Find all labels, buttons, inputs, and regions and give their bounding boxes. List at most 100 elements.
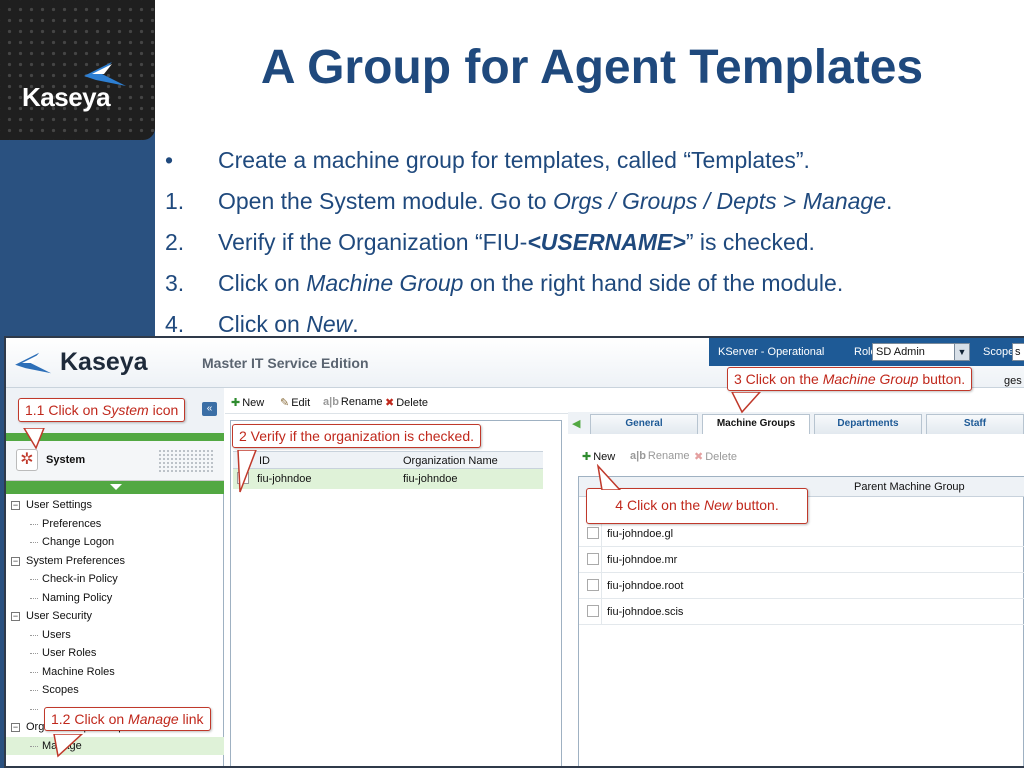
nav-label: User Security <box>26 610 93 622</box>
nav-label: User Roles <box>42 647 97 659</box>
group-name: fiu-johndoe.root <box>607 580 684 592</box>
tab-machine-groups[interactable]: Machine Groups <box>702 414 810 434</box>
group-name: fiu-johndoe.scis <box>607 606 684 618</box>
nav-item[interactable]: Naming Policy <box>6 589 224 608</box>
collapse-box-icon[interactable]: − <box>11 500 20 510</box>
bullet-item: •Create a machine group for templates, c… <box>165 140 1020 181</box>
callout-new-button: 4 Click on the New button. <box>586 488 808 524</box>
bullet-text-part: Create a machine group for templates, ca… <box>218 147 810 173</box>
row-checkbox[interactable] <box>587 553 599 565</box>
nav-item[interactable]: Users <box>6 626 224 645</box>
tab-bar: ◀ General Machine Groups Departments Sta… <box>568 412 1024 434</box>
system-icon[interactable]: ✲ <box>16 449 38 471</box>
nav-folder[interactable]: −System Preferences <box>6 552 224 571</box>
col-org-name: Organization Name <box>403 455 498 467</box>
col-parent-group: Parent Machine Group <box>854 481 965 493</box>
bullet-text-part: on the right hand side of the module. <box>463 270 844 296</box>
app-logo-text: Kaseya <box>60 348 148 376</box>
chevron-down-icon[interactable]: ▼ <box>954 344 969 360</box>
group-table: Parent Machine Group fiu-johndoe.gl fiu-j… <box>578 476 1024 766</box>
nav-label: Check-in Policy <box>42 573 118 585</box>
role-select[interactable]: SD Admin ▼ <box>872 343 970 361</box>
nav-folder[interactable]: −User Security <box>6 607 224 626</box>
bullet-text-part: <USERNAME> <box>527 229 686 255</box>
bullet-text-part: > <box>776 188 803 214</box>
slide-title: A Group for Agent Templates <box>260 41 924 94</box>
org-row[interactable]: ✔ fiu-johndoe fiu-johndoe <box>233 469 543 489</box>
table-row[interactable]: fiu-johndoe.root <box>579 573 1024 599</box>
nav-label: Change Logon <box>42 536 115 548</box>
bullet-list: •Create a machine group for templates, c… <box>165 140 1020 345</box>
callout-verify-org: 2 Verify if the organization is checked. <box>232 424 482 448</box>
kaseya-logo-icon <box>15 353 52 374</box>
role-select-value: SD Admin <box>876 346 925 358</box>
callout-machine-group: 3 Click on the Machine Group button. <box>727 367 973 391</box>
nav-item[interactable]: User Roles <box>6 644 224 663</box>
new-group-button[interactable]: ✚New <box>582 451 616 463</box>
row-checkbox[interactable] <box>587 605 599 617</box>
new-org-button[interactable]: ✚New <box>231 397 265 409</box>
delete-group-button[interactable]: ✖Delete <box>694 451 738 463</box>
kaseya-logo-icon <box>84 62 126 86</box>
row-divider <box>601 599 602 625</box>
nav-label: Naming Policy <box>42 591 113 604</box>
edit-button[interactable]: ✎Edit <box>280 397 311 409</box>
nav-item[interactable] <box>6 700 224 719</box>
org-name: fiu-johndoe <box>403 473 458 485</box>
table-row[interactable]: fiu-johndoe.scis <box>579 599 1024 625</box>
bullet-text: Create a machine group for templates, ca… <box>218 147 810 174</box>
bullet-marker: 1. <box>165 188 185 214</box>
nav-item[interactable]: Change Logon <box>6 533 224 552</box>
callout-tail <box>53 734 84 758</box>
nav-item[interactable]: Machine Roles <box>6 663 224 682</box>
collapse-box-icon[interactable]: − <box>11 611 20 621</box>
scope-select[interactable]: s <box>1012 343 1024 361</box>
bullet-text: Click on Machine Group on the right hand… <box>218 270 843 297</box>
bullet-text: Open the System module. Go to Orgs / Gro… <box>218 188 892 215</box>
rename-icon: a|b <box>630 450 646 462</box>
scope-label: Scope <box>983 346 1015 358</box>
nav-item[interactable]: Preferences <box>6 515 224 534</box>
chevron-down-icon <box>110 484 122 490</box>
bullet-marker: 2. <box>165 229 185 255</box>
nav-expand-bar[interactable] <box>6 481 224 494</box>
nav-item[interactable]: Check-in Policy <box>6 570 224 589</box>
callout-system-icon: 1.1 Click on System icon <box>18 398 186 422</box>
delete-button[interactable]: ✖Delete <box>385 397 429 409</box>
tab-departments[interactable]: Departments <box>814 414 922 434</box>
module-system[interactable]: ✲ System <box>6 441 224 481</box>
nav-label: Scopes <box>42 684 79 696</box>
bullet-item: 4.Click on New. <box>165 304 1020 345</box>
callout-tail <box>596 464 622 490</box>
row-divider <box>601 573 602 599</box>
bullet-marker: 3. <box>165 270 185 296</box>
collapse-box-icon[interactable]: − <box>11 555 20 566</box>
tab-general[interactable]: General <box>590 414 698 434</box>
row-checkbox[interactable] <box>587 579 599 591</box>
bullet-text-part: Orgs / Groups / Depts <box>552 188 777 214</box>
edition-label: Master IT Service Edition <box>202 355 369 371</box>
bullet-text: Click on New. <box>218 311 359 338</box>
table-row[interactable]: fiu-johndoe.mr <box>579 547 1024 573</box>
truncated-link[interactable]: ges <box>1004 375 1022 387</box>
tab-staff[interactable]: Staff <box>926 414 1024 434</box>
module-name: System <box>46 454 86 466</box>
row-checkbox[interactable] <box>587 527 599 539</box>
pencil-icon: ✎ <box>280 397 290 409</box>
nav-folder[interactable]: −User Settings <box>6 496 224 515</box>
rename-icon: a|b <box>323 396 339 408</box>
bullet-text-part: Click on <box>218 311 307 337</box>
group-name: fiu-johndoe.mr <box>607 554 678 566</box>
collapse-box-icon[interactable]: − <box>11 722 20 732</box>
bullet-text-part: Verify if the Organization “FIU- <box>218 229 528 255</box>
plus-icon: ✚ <box>231 397 241 409</box>
nav-item[interactable]: Manage <box>6 736 224 755</box>
arrow-left-icon[interactable]: ◀ <box>572 418 581 430</box>
table-row[interactable]: fiu-johndoe.gl <box>579 521 1024 547</box>
collapse-icon[interactable]: « <box>202 402 217 416</box>
nav-item[interactable]: Scopes <box>6 681 224 700</box>
